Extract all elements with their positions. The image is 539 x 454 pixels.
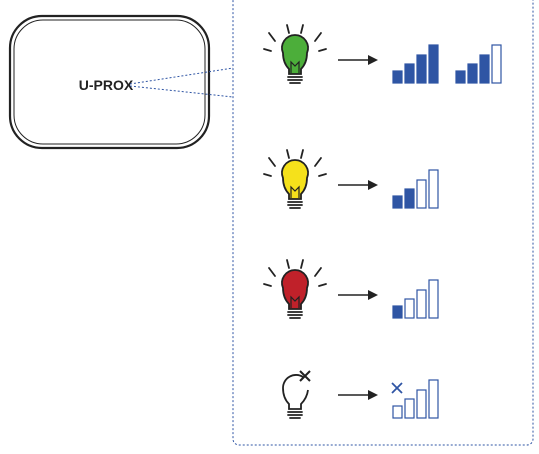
signal-bar-filled (392, 305, 403, 319)
signal-strength-icon (455, 44, 502, 84)
signal-bar-filled (479, 54, 490, 84)
signal-strength-icon (392, 44, 439, 84)
bulb-ray (268, 267, 276, 277)
arrow-icon (338, 290, 378, 300)
bulb-ray (318, 173, 327, 177)
bulb-ray (286, 24, 290, 34)
arrow-icon (338, 180, 378, 190)
bulb-ray (314, 267, 322, 277)
bulb-ray (263, 173, 272, 177)
bulb-ray (286, 149, 290, 159)
signal-bar-filled (392, 195, 403, 209)
bulb-icon (263, 24, 327, 84)
bulb-ray (268, 32, 276, 42)
signal-strength-icon (391, 379, 439, 419)
bulb-ray (300, 259, 304, 269)
arrow-head (368, 180, 378, 190)
bulb-ray (263, 283, 272, 287)
bulb-ray (286, 259, 290, 269)
signal-bar-empty (491, 44, 502, 84)
signal-bar-filled (467, 63, 478, 84)
signal-bar-empty (404, 298, 415, 319)
legend-frame (232, 0, 534, 446)
arrow-head (368, 390, 378, 400)
bulb-ray (318, 283, 327, 287)
bulb-ray (314, 157, 322, 167)
bulb-glass (282, 374, 309, 410)
signal-bar-filled (416, 54, 427, 84)
signal-bar-empty (416, 289, 427, 319)
bulb-ray (314, 32, 322, 42)
bulb-ray (263, 48, 272, 52)
bulb-filament (290, 185, 300, 198)
signal-bar-empty (416, 179, 427, 209)
signal-bar-empty (428, 279, 439, 319)
bulb-filament (290, 295, 300, 308)
legend-row (263, 149, 439, 209)
signal-bar-filled (404, 63, 415, 84)
bulb-glass (281, 269, 309, 310)
signal-bar-filled (404, 188, 415, 209)
bulb-ray (268, 157, 276, 167)
bulb-filament (290, 60, 300, 73)
bulb-icon (263, 149, 327, 209)
signal-bar-filled (428, 44, 439, 84)
bulb-glass (281, 34, 309, 75)
arrow-icon (338, 55, 378, 65)
signal-bar-empty (428, 379, 439, 419)
legend-row (263, 259, 439, 319)
legend-row (282, 370, 439, 419)
signal-strength-icon (392, 169, 439, 209)
no-signal-cross (391, 382, 403, 394)
legend-rows (263, 24, 502, 419)
arrow-head (368, 290, 378, 300)
signal-bar-empty (428, 169, 439, 209)
signal-bar-filled (455, 70, 466, 84)
callout-lines (129, 67, 234, 98)
signal-bar-filled (392, 70, 403, 84)
arrow-icon (338, 390, 378, 400)
signal-bar-empty (404, 398, 415, 419)
device-brand-label: U-PROX (79, 77, 134, 93)
bulb-glass (281, 159, 309, 200)
bulb-ray (318, 48, 327, 52)
arrow-head (368, 55, 378, 65)
device-hub: U-PROX (8, 14, 211, 150)
signal-bar-empty (392, 405, 403, 419)
bulb-icon (263, 259, 327, 319)
bulb-ray (300, 149, 304, 159)
bulb-ray (300, 24, 304, 34)
legend-row (263, 24, 502, 84)
bulb-off-icon (282, 370, 311, 419)
signal-bar-empty (416, 389, 427, 419)
signal-strength-icon (392, 279, 439, 319)
off-cross-line (299, 370, 311, 382)
